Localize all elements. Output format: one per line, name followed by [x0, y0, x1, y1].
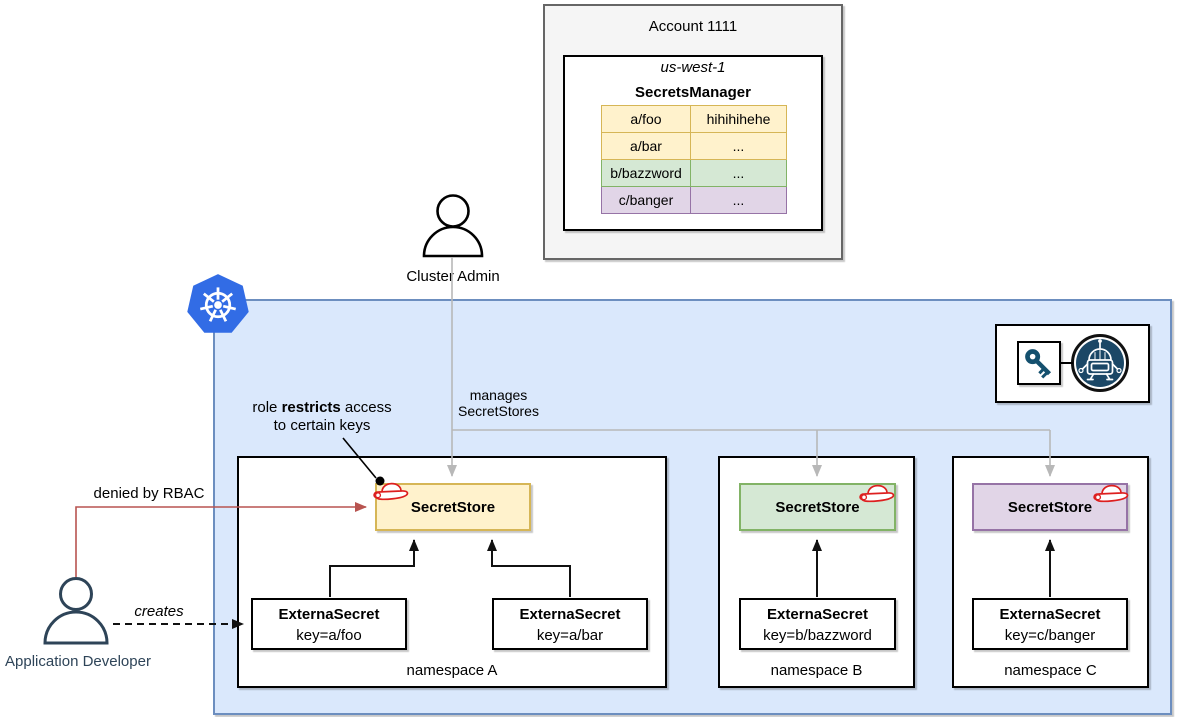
- manages-secretstores-label: manages SecretStores: [446, 387, 551, 419]
- external-secret-kind: ExternaSecret: [278, 606, 380, 623]
- red-hat-icon: [1092, 479, 1130, 505]
- manages-label-line1: manages: [469, 387, 528, 403]
- role-note-bold-text: restricts: [281, 399, 341, 416]
- external-secret-key: key=c/banger: [1004, 627, 1096, 644]
- role-note-line2: to certain keys: [273, 417, 371, 434]
- role-note-text: access: [340, 399, 392, 416]
- aws-region-name: us-west-1: [660, 59, 726, 76]
- table-row: a/bar ...: [601, 132, 787, 160]
- external-secret-kind: ExternaSecret: [519, 606, 621, 623]
- secret-value: hihihihehe: [690, 105, 787, 133]
- external-secret-a-foo: ExternaSecret key=a/foo: [251, 598, 407, 650]
- secret-key: c/banger: [601, 186, 691, 214]
- external-secret-b-bazzword: ExternaSecret key=b/bazzword: [739, 598, 896, 650]
- cluster-admin-label: Cluster Admin: [406, 268, 500, 285]
- role-note-line1: role restricts access: [242, 399, 402, 417]
- aws-account-title: Account 1111: [648, 18, 738, 35]
- denied-by-rbac-label: denied by RBAC: [93, 485, 205, 502]
- table-row: a/foo hihihihehe: [601, 105, 787, 133]
- red-hat-icon: [372, 477, 410, 503]
- external-secret-key: key=a/bar: [536, 627, 604, 644]
- external-secret-key: key=b/bazzword: [763, 627, 872, 644]
- external-secret-kind: ExternaSecret: [767, 606, 868, 623]
- table-row: c/banger ...: [601, 186, 787, 214]
- external-secrets-robot-icon: [1070, 333, 1130, 393]
- role-restricts-note: role restricts access to certain keys: [242, 399, 402, 435]
- secret-value: ...: [690, 186, 787, 214]
- external-secret-kind: ExternaSecret: [999, 606, 1101, 623]
- external-secret-a-bar: ExternaSecret key=a/bar: [492, 598, 648, 650]
- secret-value: ...: [690, 159, 787, 187]
- secret-value: ...: [690, 132, 787, 160]
- secret-key: a/foo: [601, 105, 691, 133]
- secret-key: b/bazzword: [601, 159, 691, 187]
- secret-key: a/bar: [601, 132, 691, 160]
- cluster-admin-person-icon: [419, 194, 487, 260]
- key-icon: [1019, 343, 1059, 383]
- external-secret-key: key=a/foo: [296, 627, 362, 644]
- namespace-label: namespace A: [406, 662, 498, 679]
- kubernetes-logo-icon: [186, 273, 250, 337]
- table-row: b/bazzword ...: [601, 159, 787, 187]
- creates-label: creates: [134, 603, 184, 620]
- secrets-manager-title: SecretsManager: [635, 84, 751, 101]
- application-developer-person-icon: [42, 576, 110, 646]
- namespace-label: namespace B: [770, 662, 863, 679]
- external-secret-c-banger: ExternaSecret key=c/banger: [972, 598, 1128, 650]
- application-developer-label: Application Developer: [5, 653, 151, 670]
- role-note-text: role: [252, 399, 282, 416]
- namespace-label: namespace C: [1004, 662, 1097, 679]
- manages-label-line2: SecretStores: [458, 403, 539, 419]
- red-hat-icon: [858, 479, 896, 505]
- secrets-manager-table: a/foo hihihihehe a/bar ... b/bazzword ..…: [601, 105, 787, 214]
